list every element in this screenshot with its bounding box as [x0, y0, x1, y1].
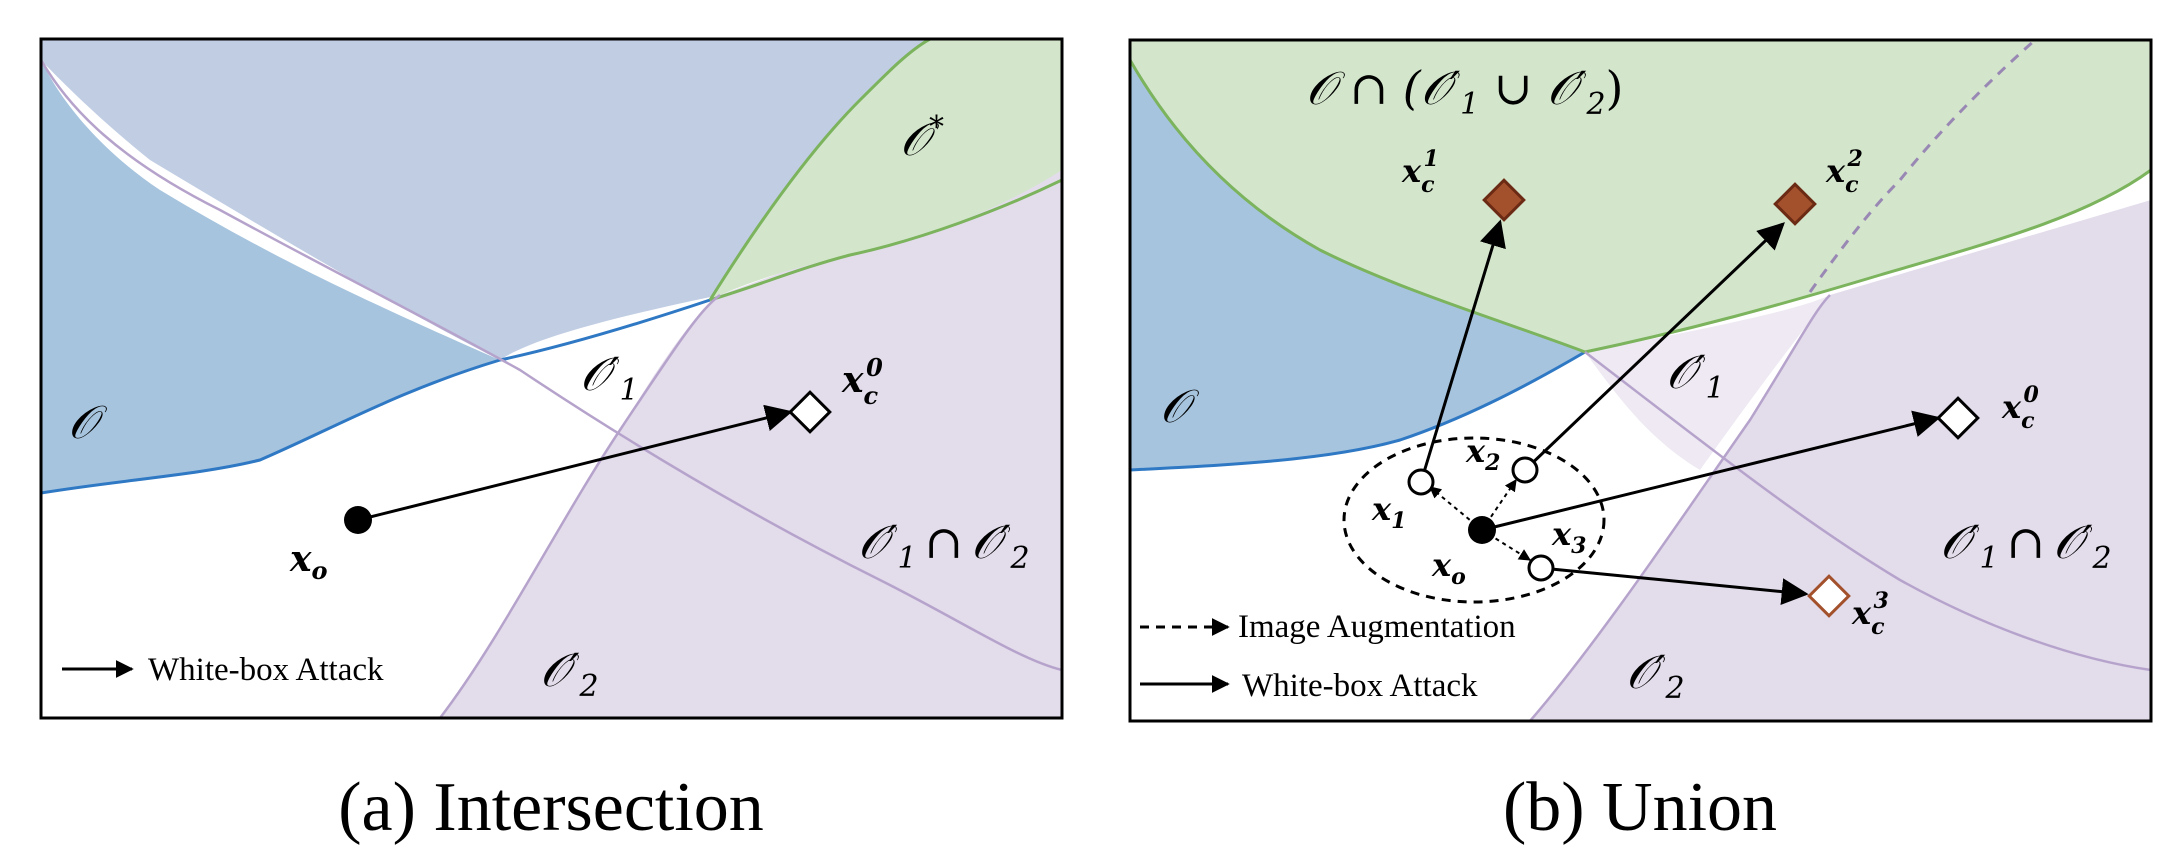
point-xo	[1468, 516, 1496, 544]
region-ostar-fill	[710, 39, 1062, 300]
label-xo: xo	[289, 538, 327, 585]
diamond-xc1	[1482, 178, 1526, 222]
panel-b: 𝒪 ∩ (𝒪′1 ∪ 𝒪′2) 𝒪 𝒪′1 𝒪′1∩𝒪′2 𝒪′2	[1128, 38, 2153, 846]
label-xc2: xc2	[1825, 146, 1863, 198]
diamond-xc2	[1773, 182, 1817, 226]
label-o1-cap-o2: 𝒪′1∩𝒪′2	[858, 515, 1030, 576]
label-xc0: xc0	[2001, 382, 2039, 434]
legend-solid-label: White-box Attack	[1242, 668, 1478, 704]
label-xo: xo	[1431, 546, 1466, 590]
caption-a: (a) Intersection	[338, 769, 764, 846]
attack-arrow-xo-xc0	[1481, 410, 1941, 532]
point-x3	[1527, 554, 1555, 582]
label-x1: x1	[1371, 490, 1406, 534]
region-o-fill	[41, 60, 500, 493]
boundary-o2	[439, 294, 721, 718]
label-cap: 𝒪′1∩𝒪′2	[1940, 515, 2112, 576]
label-x3: x3	[1551, 515, 1586, 559]
label-xc0: xc0	[841, 353, 883, 410]
attack-arrow-x2-xc2	[1523, 222, 1785, 472]
label-o2: 𝒪′2	[540, 643, 599, 704]
region-top-fill	[1130, 40, 2151, 352]
label-xc1: xc1	[1401, 146, 1439, 198]
boundary-o1	[1584, 351, 2151, 672]
region-o1-cap-o2-fill	[440, 170, 1062, 718]
point-x1	[1407, 468, 1435, 496]
point-xo	[344, 506, 372, 534]
boundary-o	[1130, 350, 1586, 472]
boundary-o1	[41, 59, 1062, 672]
label-x2: x2	[1465, 432, 1500, 476]
region-o-fill	[1130, 60, 1585, 470]
attack-arrow-xo-xc0	[357, 404, 793, 522]
label-top-region: 𝒪 ∩ (𝒪′1 ∪ 𝒪′2)	[1306, 61, 1624, 122]
diamond-xc0	[1936, 396, 1980, 440]
panel-a: 𝒪 𝒪′1 𝒪* 𝒪′1∩𝒪′2 𝒪′2 xo xc0 White-box At…	[39, 37, 1064, 846]
diamond-xc0	[788, 390, 832, 434]
attack-arrow-x1-xc1	[1419, 219, 1506, 483]
boundary-o2	[1529, 294, 1831, 721]
region-top-fill	[41, 39, 930, 360]
label-o1: 𝒪′1	[1666, 345, 1725, 406]
boundary-o	[41, 298, 711, 495]
label-o1: 𝒪′1	[580, 347, 639, 408]
diamond-xc3	[1807, 574, 1851, 618]
label-o2: 𝒪′2	[1626, 645, 1685, 706]
region-cap-fill	[1530, 200, 2151, 721]
caption-b: (b) Union	[1503, 769, 1777, 846]
label-xc3: xc3	[1851, 588, 1889, 640]
attack-arrow-x3-xc3	[1540, 566, 1809, 606]
augmentation-ellipse	[1342, 436, 1606, 604]
legend-dashed-label: Image Augmentation	[1238, 609, 1516, 645]
point-x2	[1511, 456, 1539, 484]
boundary-ostar	[708, 39, 1062, 302]
legend-solid-label: White-box Attack	[148, 652, 384, 688]
region-o1-fill	[1585, 295, 1830, 470]
